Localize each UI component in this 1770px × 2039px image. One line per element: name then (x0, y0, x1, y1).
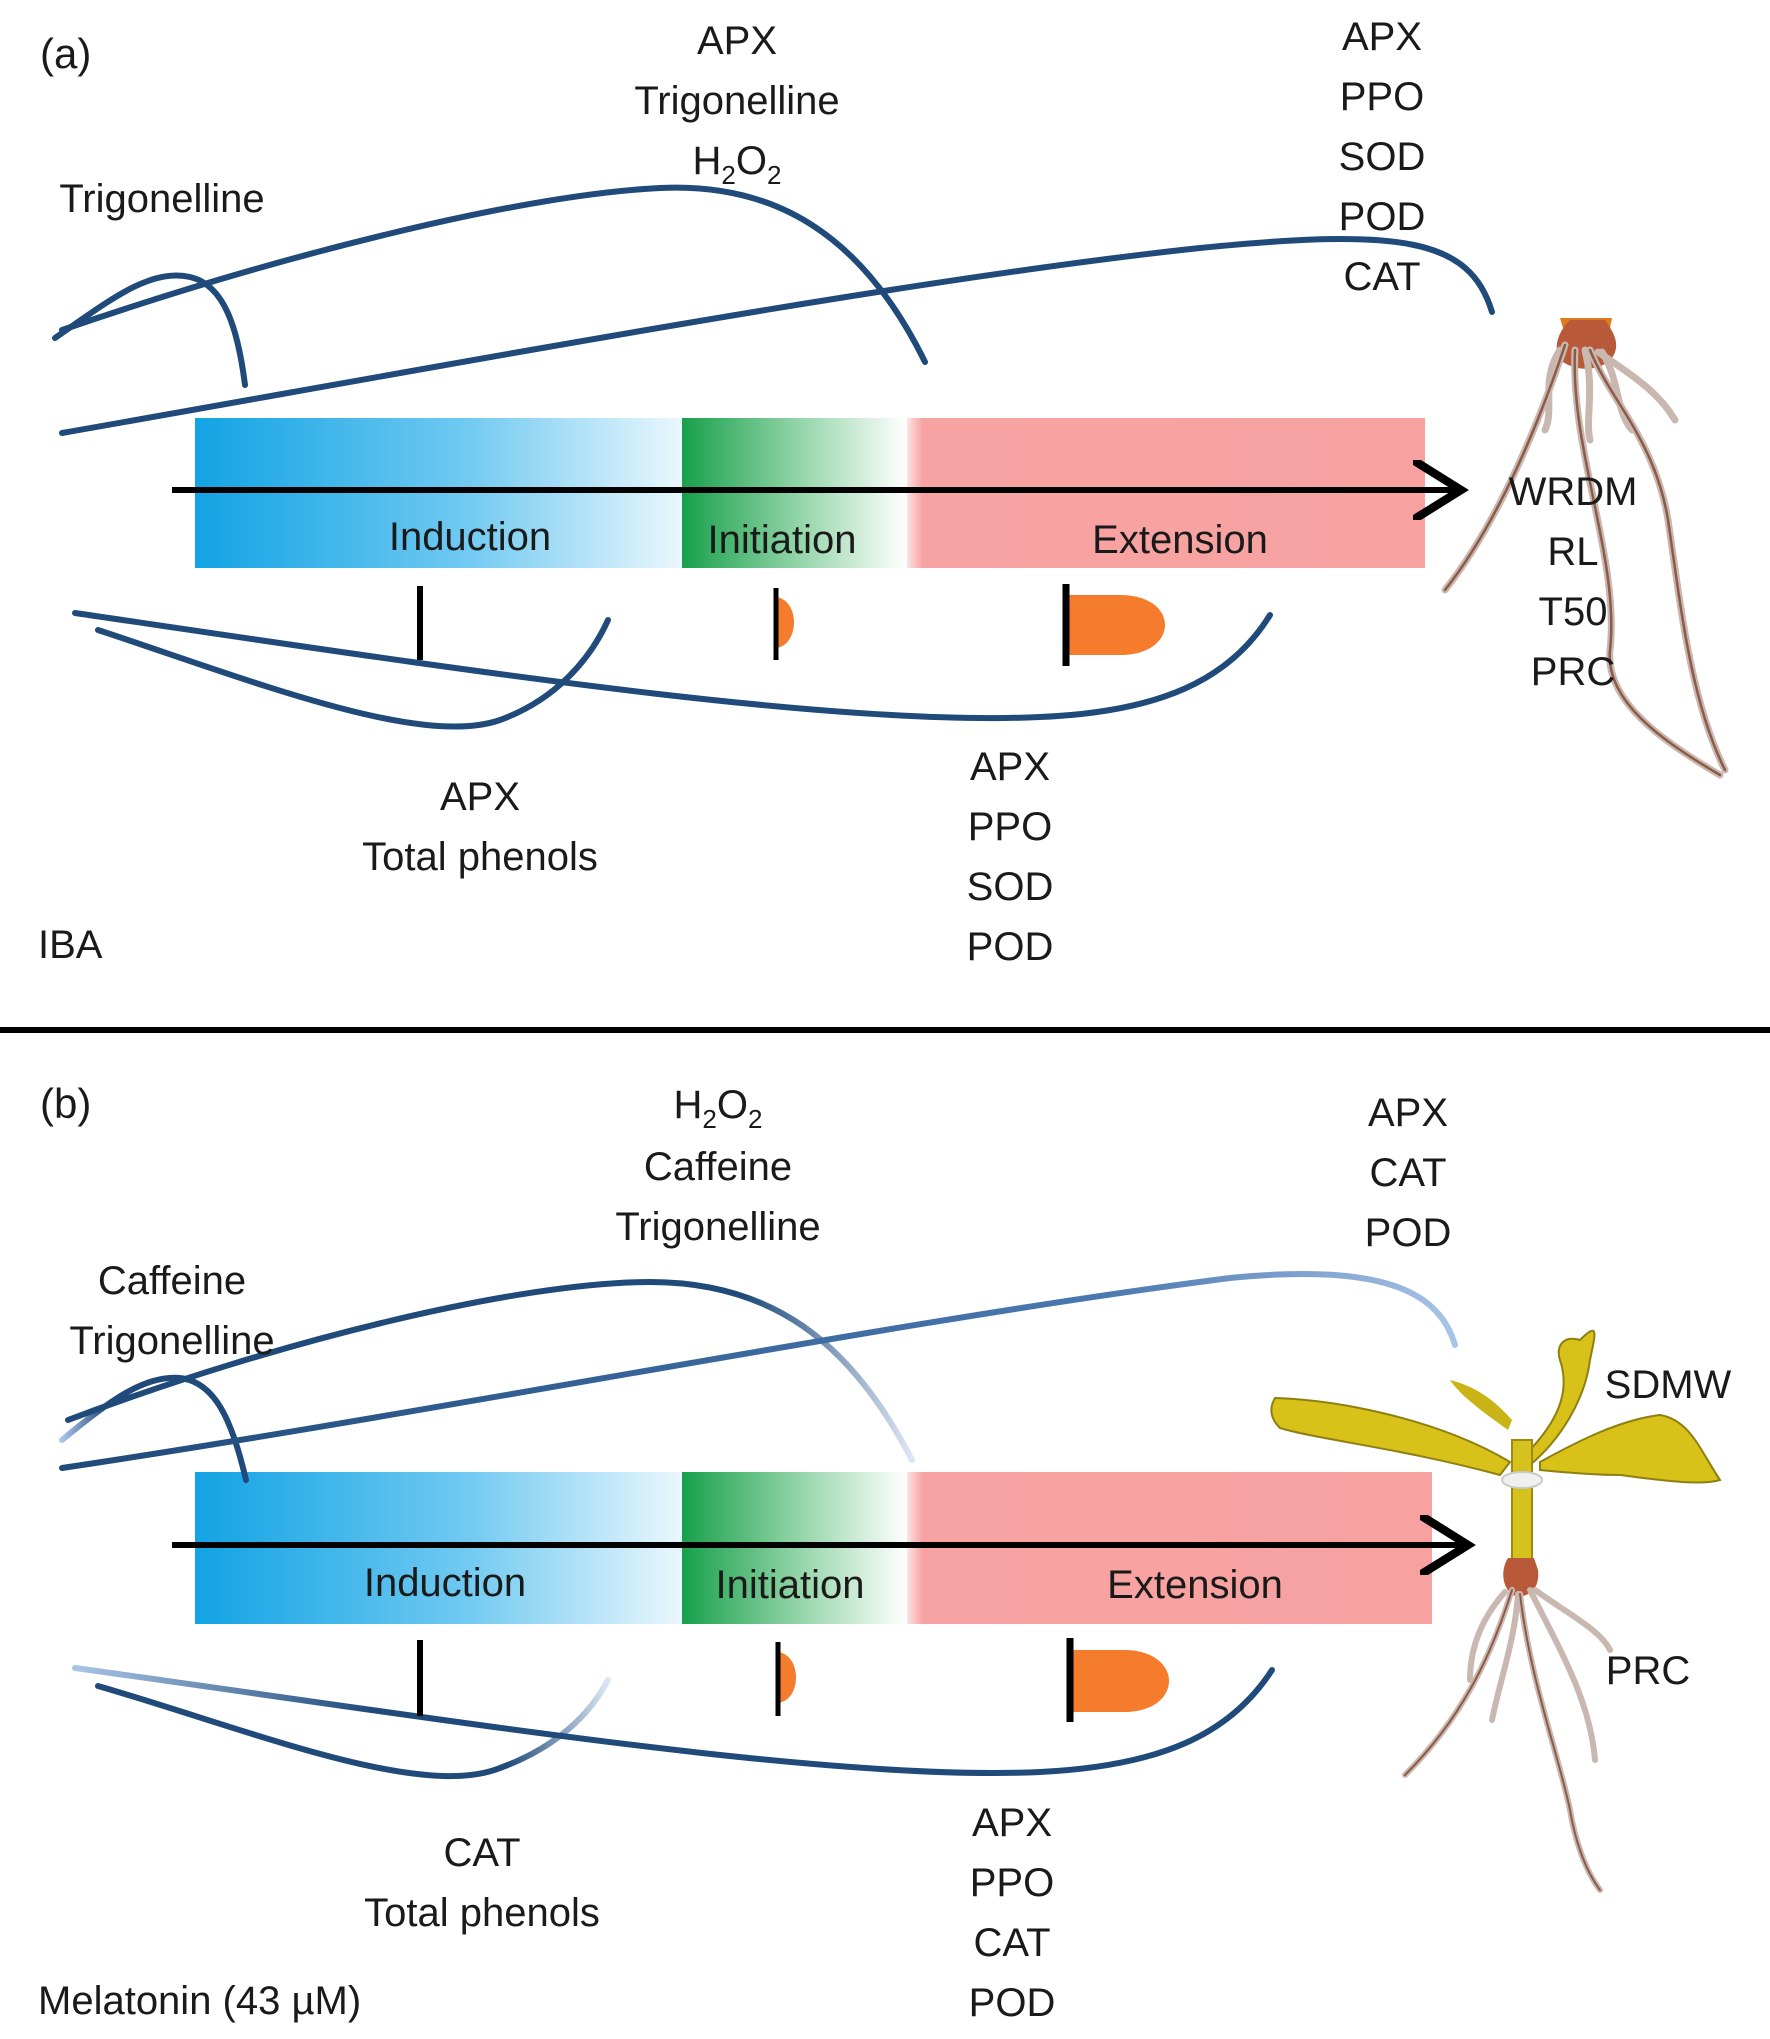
label-trigonelline-mid-b: Trigonelline (615, 1205, 820, 1249)
label-trigonelline-left-b: Trigonelline (69, 1319, 274, 1363)
rooted-seedling-icon (1270, 1329, 1722, 1893)
label-pod-ext-low-a: POD (967, 925, 1054, 969)
root-tip-large-icon-b (1070, 1650, 1169, 1712)
outcome-t50: T50 (1539, 590, 1608, 634)
panel-b: (b) Induction Initiation Extension Caffe… (38, 1080, 1732, 2025)
label-caffeine-left-b: Caffeine (98, 1259, 246, 1303)
label-apx-ext-low-a: APX (970, 745, 1050, 789)
label-sod-ext-low-a: SOD (967, 865, 1054, 909)
curve-upper-long (59, 236, 1495, 436)
outcome-rl: RL (1547, 530, 1598, 574)
label-trigonelline-a: Trigonelline (59, 177, 264, 221)
panel-a: (a) Induction Initiation Extension Trigo… (38, 15, 1729, 969)
label-sod-right-a: SOD (1339, 135, 1426, 179)
stage-label-induction: Induction (389, 515, 551, 559)
label-apx-right-a: APX (1342, 15, 1422, 59)
label-cat-right-a: CAT (1343, 255, 1420, 299)
label-phenols-low-b: Total phenols (364, 1891, 600, 1935)
treatment-label-a: IBA (38, 923, 103, 967)
stage-label-initiation-b: Initiation (716, 1563, 865, 1607)
root-tip-large-icon (1066, 595, 1165, 655)
curve-upper-mid-b (65, 1278, 915, 1463)
curve-lower-long (72, 610, 1273, 722)
treatment-label-b: Melatonin (43 µM) (38, 1979, 361, 2023)
root-cutting-icon (1441, 318, 1729, 779)
label-apx-ext-low-b: APX (972, 1801, 1052, 1845)
curve-lower-short-b (95, 1677, 611, 1780)
label-h2o2-a: H2O2 (693, 139, 782, 190)
label-apx-mid-a: APX (697, 19, 777, 63)
label-cat-ext-low-b: CAT (973, 1921, 1050, 1965)
outcome-prc-a: PRC (1531, 650, 1615, 694)
curve-lower-long-b (72, 1665, 1275, 1777)
stage-label-induction-b: Induction (364, 1561, 526, 1605)
curve-upper-short (52, 272, 248, 388)
stage-label-extension-b: Extension (1107, 1563, 1283, 1607)
label-h2o2-b: H2O2 (674, 1083, 763, 1134)
label-phenols-low-a: Total phenols (362, 835, 598, 879)
root-tip-small-icon-b (778, 1652, 796, 1703)
label-cat-low-b: CAT (443, 1831, 520, 1875)
label-pod-right-a: POD (1339, 195, 1426, 239)
label-ppo-ext-low-a: PPO (968, 805, 1052, 849)
label-ppo-ext-low-b: PPO (970, 1861, 1054, 1905)
curve-lower-short (95, 617, 611, 730)
root-tip-small-icon (776, 597, 794, 648)
stage-label-extension: Extension (1092, 518, 1268, 562)
outcome-wrdm: WRDM (1509, 470, 1638, 514)
stage-label-initiation: Initiation (708, 518, 857, 562)
label-caffeine-mid-b: Caffeine (644, 1145, 792, 1189)
label-trigonelline-mid-a: Trigonelline (634, 79, 839, 123)
label-pod-right-b: POD (1365, 1211, 1452, 1255)
label-cat-right-b: CAT (1369, 1151, 1446, 1195)
outcome-sdmw: SDMW (1605, 1363, 1732, 1407)
panel-a-tag: (a) (40, 30, 91, 77)
outcome-prc-b: PRC (1606, 1649, 1690, 1693)
curve-upper-mid (59, 184, 928, 365)
label-apx-right-b: APX (1368, 1091, 1448, 1135)
curve-upper-long-b (59, 1270, 1458, 1471)
label-ppo-right-a: PPO (1340, 75, 1424, 119)
label-apx-low-a: APX (440, 775, 520, 819)
panel-b-tag: (b) (40, 1080, 91, 1127)
label-pod-ext-low-b: POD (969, 1981, 1056, 2025)
